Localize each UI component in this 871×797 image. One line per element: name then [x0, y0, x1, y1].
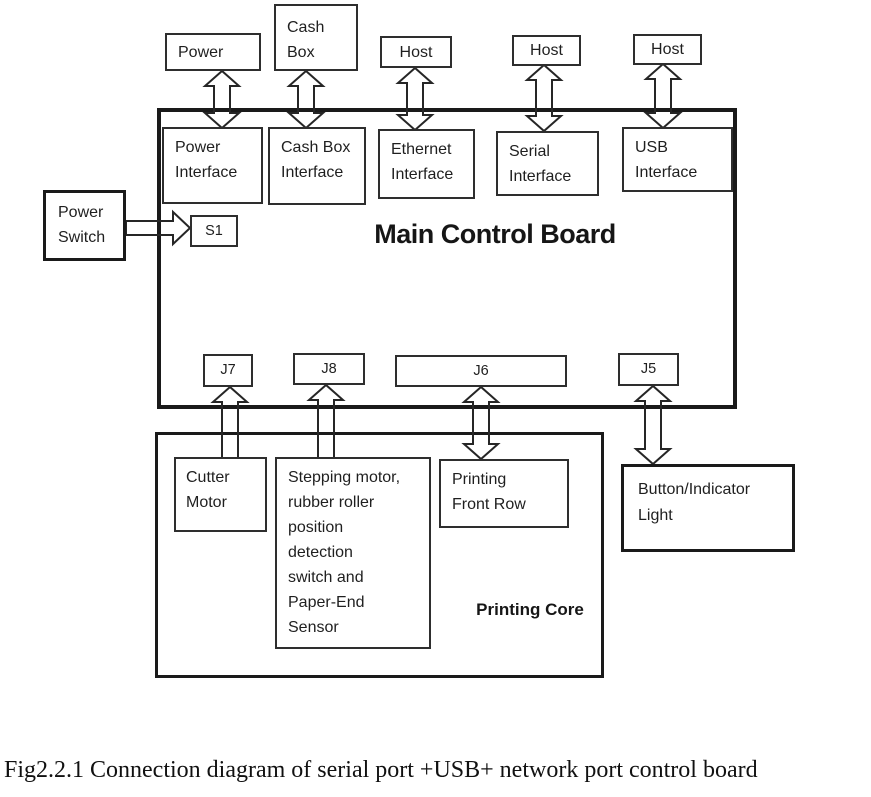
printing-core-label: Printing Core	[476, 600, 584, 619]
connector-j6: J6	[395, 355, 567, 387]
node-power-interface: Power Interface	[162, 127, 263, 204]
node-cutter-motor: Cutter Motor	[174, 457, 267, 532]
main-board-title: Main Control Board	[374, 219, 616, 249]
node-host-ethernet: Host	[380, 36, 452, 68]
node-stepping-motor-sensors: Stepping motor, rubber roller position d…	[275, 457, 431, 649]
connector-j8: J8	[293, 353, 365, 385]
connector-j7: J7	[203, 354, 253, 387]
node-host-serial: Host	[512, 35, 581, 66]
node-host-usb: Host	[633, 34, 702, 65]
node-button-indicator-light: Button/Indicator Light	[621, 464, 795, 552]
connector-s1: S1	[190, 215, 238, 247]
node-cash-box: Cash Box	[274, 4, 358, 71]
node-ethernet-interface: Ethernet Interface	[378, 129, 475, 199]
figure-caption: Fig2.2.1 Connection diagram of serial po…	[4, 757, 758, 783]
connector-j5: J5	[618, 353, 679, 386]
node-cash-box-interface: Cash Box Interface	[268, 127, 366, 205]
node-printing-front-row: Printing Front Row	[439, 459, 569, 528]
node-power: Power	[165, 33, 261, 71]
node-usb-interface: USB Interface	[622, 127, 733, 192]
node-power-switch: Power Switch	[43, 190, 126, 261]
node-serial-interface: Serial Interface	[496, 131, 599, 196]
